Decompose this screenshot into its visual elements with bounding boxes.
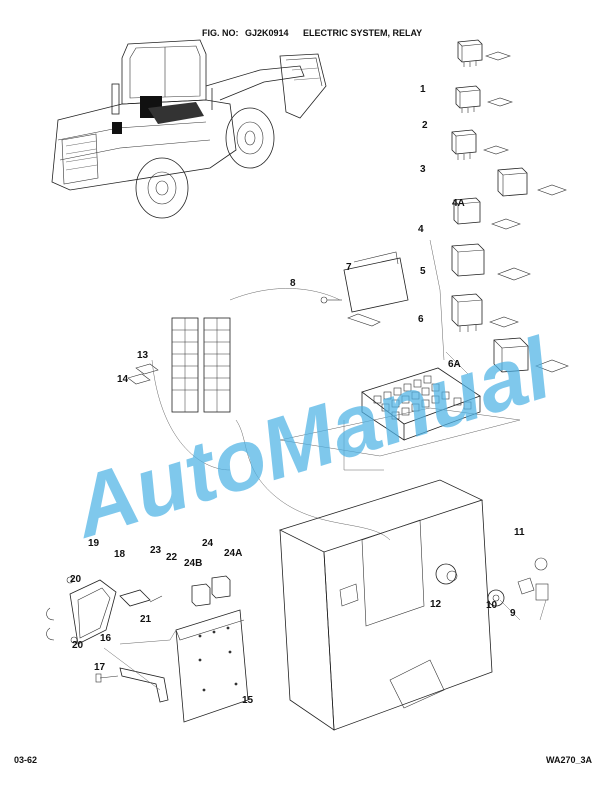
callout-2: 2 xyxy=(422,120,428,131)
page-number: 03-62 xyxy=(14,755,38,765)
callout-4: 4 xyxy=(418,224,424,235)
wheel-loader-illustration xyxy=(51,39,327,219)
callout-15: 15 xyxy=(242,695,254,706)
callout-7: 7 xyxy=(346,262,352,273)
lower-left-assembly xyxy=(46,575,249,723)
callout-17: 17 xyxy=(94,662,106,673)
callout-23: 23 xyxy=(150,545,162,556)
callout-18: 18 xyxy=(114,549,126,560)
electrical-cabinet xyxy=(278,479,549,731)
callout-22: 22 xyxy=(166,552,178,563)
callout-19: 19 xyxy=(88,538,100,549)
callout-24B: 24B xyxy=(184,558,202,569)
callout-24A: 24A xyxy=(224,548,242,559)
fuse-blocks xyxy=(127,317,231,413)
callout-labels: 1 2 3 4A 4 5 6 6A 7 8 9 10 11 12 13 14 1… xyxy=(70,84,525,706)
callout-9: 9 xyxy=(510,608,516,619)
callout-6: 6 xyxy=(418,314,424,325)
harness-lines xyxy=(151,288,391,541)
model-code: WA270_3A xyxy=(546,755,593,765)
callout-5: 5 xyxy=(420,266,426,277)
callout-6A: 6A xyxy=(448,359,461,370)
callout-8: 8 xyxy=(290,278,296,289)
callout-12: 12 xyxy=(430,599,442,610)
callout-1: 1 xyxy=(420,84,426,95)
callout-21: 21 xyxy=(140,614,152,625)
callout-10: 10 xyxy=(486,600,498,611)
callout-20-bottom: 20 xyxy=(72,640,84,651)
relay-box-assembly xyxy=(279,251,521,471)
callout-16: 16 xyxy=(100,633,112,644)
callout-20-top: 20 xyxy=(70,574,82,585)
callout-3: 3 xyxy=(420,164,426,175)
callout-11: 11 xyxy=(514,527,525,538)
callout-13: 13 xyxy=(137,350,149,361)
fig-title: ELECTRIC SYSTEM, RELAY xyxy=(303,28,423,38)
callout-14: 14 xyxy=(117,374,129,385)
fig-label: FIG. NO: xyxy=(202,28,239,38)
fig-number: GJ2K0914 xyxy=(245,28,289,38)
callout-4A: 4A xyxy=(452,198,465,209)
callout-24: 24 xyxy=(202,538,214,549)
relay-stack xyxy=(429,39,569,375)
